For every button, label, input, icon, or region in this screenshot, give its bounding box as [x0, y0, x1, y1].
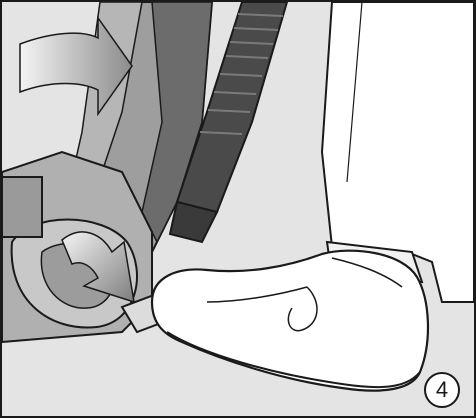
- vacuum-left-housing: [2, 177, 42, 237]
- step-number-badge: 4: [424, 372, 460, 408]
